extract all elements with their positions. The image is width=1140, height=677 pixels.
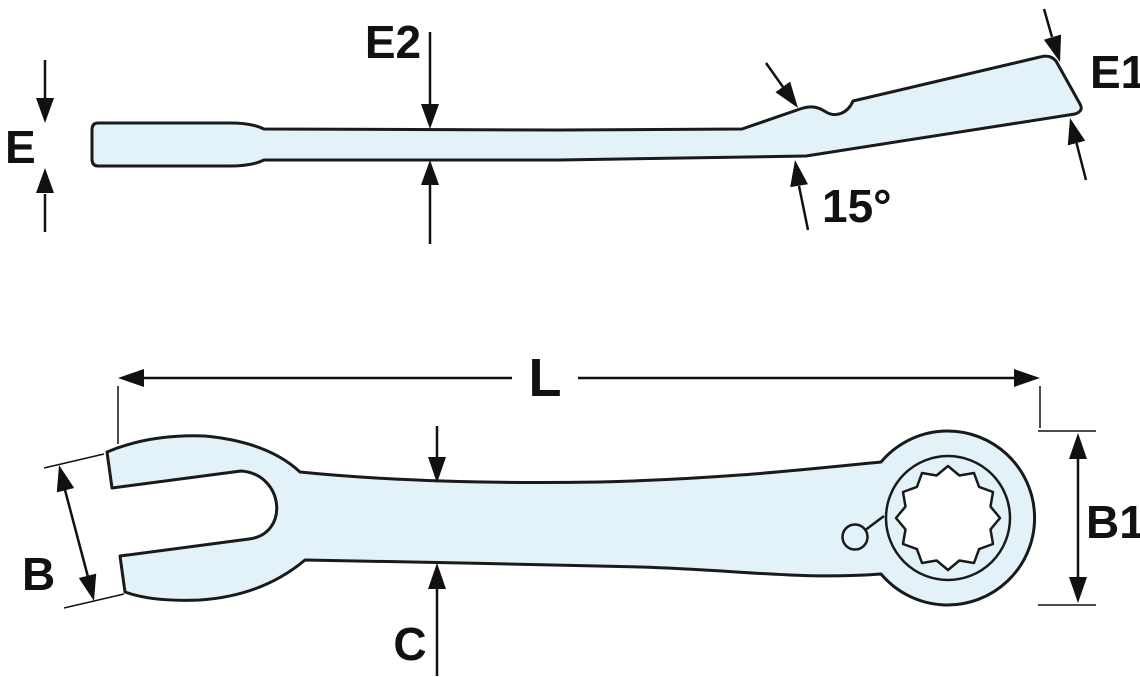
dim-l: L	[117, 348, 1041, 444]
dim-e1-line-top	[1042, 8, 1054, 38]
dim-e: E	[5, 60, 54, 232]
arrow-down-icon	[36, 98, 54, 123]
arrow-up-icon	[428, 563, 446, 589]
twelve-point-socket	[894, 464, 1002, 572]
dim-label-e1: E1	[1090, 46, 1140, 98]
top-view: L B C B1	[22, 348, 1140, 676]
arrow-up-left-icon	[1067, 118, 1086, 146]
dim-e2: E2	[365, 16, 439, 244]
lever-stem	[863, 515, 885, 532]
dim-b1: B1	[1038, 430, 1140, 606]
dim-label-b: B	[22, 548, 55, 600]
dim-angle: 15°	[764, 62, 892, 232]
arrow-up-icon	[1069, 433, 1087, 459]
wrench-side-profile	[90, 54, 1083, 168]
angle-line-bottom	[797, 185, 810, 231]
arrow-down-icon	[421, 104, 439, 129]
arrow-down-right-icon	[775, 81, 798, 108]
dim-e1-line-bottom	[1075, 142, 1088, 181]
arrow-down-icon	[428, 457, 446, 483]
dim-label-e: E	[5, 121, 36, 173]
dim-label-angle: 15°	[822, 180, 892, 232]
arrow-right-icon	[1014, 369, 1040, 387]
dim-label-b1: B1	[1086, 496, 1140, 548]
dim-label-c: C	[393, 618, 426, 670]
dim-label-l: L	[529, 348, 562, 408]
arrow-up-icon	[790, 160, 808, 188]
dim-e1: E1	[1042, 8, 1140, 181]
dim-label-e2: E2	[365, 16, 421, 68]
dim-b-ext-top	[43, 453, 105, 469]
arrow-up-left-icon	[56, 465, 75, 493]
wrench-top-profile	[105, 429, 1036, 607]
arrow-down-right-icon	[78, 573, 97, 601]
dim-b: B	[22, 453, 125, 609]
arrow-up-icon	[421, 160, 439, 185]
ratchet-ring-outline	[884, 454, 1012, 582]
arrow-left-icon	[118, 369, 144, 387]
side-view: E E2 E1 15°	[5, 8, 1140, 244]
dim-c: C	[393, 426, 446, 676]
dim-b-line	[63, 489, 90, 578]
arrow-up-icon	[36, 168, 54, 193]
angle-line-top	[764, 62, 785, 88]
ratchet-lever-knob	[841, 523, 869, 551]
arrow-down-icon	[1069, 577, 1087, 603]
arrow-down-right-icon	[1043, 34, 1062, 62]
